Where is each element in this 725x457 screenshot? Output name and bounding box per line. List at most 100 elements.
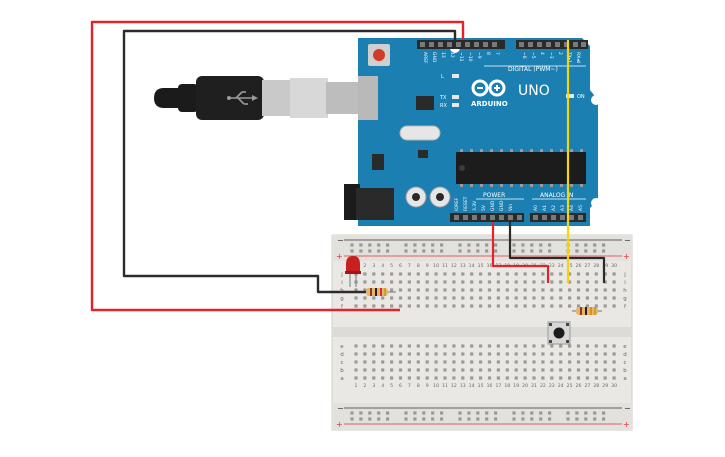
breadboard-hole[interactable] — [568, 296, 572, 300]
breadboard-hole[interactable] — [470, 296, 474, 300]
breadboard-hole[interactable] — [461, 368, 465, 372]
breadboard-hole[interactable] — [559, 288, 563, 292]
rail-hole[interactable] — [602, 411, 606, 415]
breadboard-hole[interactable] — [505, 304, 509, 308]
breadboard-hole[interactable] — [496, 352, 500, 356]
breadboard-hole[interactable] — [470, 272, 474, 276]
rail-hole[interactable] — [386, 249, 390, 253]
breadboard-hole[interactable] — [398, 344, 403, 348]
breadboard-hole[interactable] — [523, 304, 527, 308]
breadboard-hole[interactable] — [443, 272, 447, 276]
rail-hole[interactable] — [494, 411, 498, 415]
rail-hole[interactable] — [530, 411, 534, 415]
breadboard-hole[interactable] — [532, 368, 536, 372]
breadboard-hole[interactable] — [372, 272, 376, 276]
breadboard-hole[interactable] — [461, 352, 465, 356]
breadboard-hole[interactable] — [390, 376, 394, 380]
rail-hole[interactable] — [359, 249, 363, 253]
breadboard-hole[interactable] — [381, 368, 385, 372]
breadboard-hole[interactable] — [372, 352, 376, 356]
wire-red-5v-rail[interactable] — [90, 20, 465, 312]
breadboard-hole[interactable] — [532, 352, 536, 356]
breadboard-hole[interactable] — [585, 376, 589, 380]
breadboard-hole[interactable] — [585, 304, 589, 308]
breadboard-hole[interactable] — [363, 288, 367, 292]
breadboard-hole[interactable] — [612, 368, 616, 372]
breadboard-hole[interactable] — [452, 304, 456, 308]
breadboard-hole[interactable] — [425, 288, 429, 292]
rail-hole[interactable] — [539, 249, 543, 253]
breadboard-hole[interactable] — [496, 280, 500, 284]
breadboard-hole[interactable] — [470, 344, 474, 348]
breadboard-hole[interactable] — [407, 304, 411, 308]
breadboard-hole[interactable] — [461, 280, 465, 284]
breadboard-hole[interactable] — [434, 280, 438, 284]
breadboard-hole[interactable] — [603, 304, 607, 308]
breadboard-hole[interactable] — [390, 352, 394, 356]
rail-hole[interactable] — [368, 243, 372, 247]
breadboard-hole[interactable] — [523, 272, 527, 276]
breadboard-hole[interactable] — [514, 376, 518, 380]
rail-hole[interactable] — [593, 417, 597, 421]
breadboard-hole[interactable] — [594, 376, 598, 380]
breadboard-hole[interactable] — [479, 280, 483, 284]
rail-hole[interactable] — [458, 249, 462, 253]
breadboard-hole[interactable] — [398, 352, 403, 356]
breadboard-hole[interactable] — [487, 344, 492, 348]
breadboard-hole[interactable] — [479, 304, 483, 308]
breadboard-hole[interactable] — [576, 376, 581, 380]
breadboard-hole[interactable] — [416, 344, 420, 348]
breadboard-hole[interactable] — [550, 368, 554, 372]
breadboard-hole[interactable] — [425, 368, 429, 372]
breadboard-hole[interactable] — [381, 376, 385, 380]
rail-hole[interactable] — [368, 417, 372, 421]
rail-hole[interactable] — [593, 411, 597, 415]
breadboard-hole[interactable] — [568, 280, 572, 284]
breadboard-hole[interactable] — [603, 376, 607, 380]
rail-hole[interactable] — [368, 411, 372, 415]
rail-hole[interactable] — [422, 249, 426, 253]
breadboard-hole[interactable] — [470, 360, 474, 364]
rail-hole[interactable] — [359, 411, 363, 415]
rail-hole[interactable] — [575, 243, 579, 247]
breadboard-hole[interactable] — [568, 344, 572, 348]
breadboard-hole[interactable] — [452, 296, 456, 300]
breadboard-hole[interactable] — [505, 352, 509, 356]
rail-hole[interactable] — [368, 249, 372, 253]
breadboard-hole[interactable] — [452, 376, 456, 380]
rail-hole[interactable] — [584, 249, 588, 253]
breadboard-hole[interactable] — [514, 368, 518, 372]
breadboard-hole[interactable] — [443, 368, 447, 372]
breadboard-hole[interactable] — [425, 376, 429, 380]
breadboard-hole[interactable] — [594, 288, 598, 292]
breadboard-hole[interactable] — [514, 360, 518, 364]
breadboard-hole[interactable] — [603, 272, 607, 276]
rail-hole[interactable] — [602, 417, 606, 421]
breadboard-hole[interactable] — [354, 376, 358, 380]
breadboard-hole[interactable] — [496, 296, 500, 300]
rail-hole[interactable] — [548, 249, 552, 253]
breadboard-hole[interactable] — [550, 272, 554, 276]
breadboard-hole[interactable] — [612, 296, 616, 300]
breadboard-hole[interactable] — [487, 296, 492, 300]
breadboard-hole[interactable] — [612, 376, 616, 380]
breadboard-hole[interactable] — [568, 272, 572, 276]
rail-hole[interactable] — [485, 417, 489, 421]
breadboard-hole[interactable] — [505, 368, 509, 372]
breadboard-hole[interactable] — [434, 368, 438, 372]
breadboard-hole[interactable] — [594, 352, 598, 356]
breadboard-hole[interactable] — [568, 376, 572, 380]
rail-hole[interactable] — [458, 417, 462, 421]
breadboard-hole[interactable] — [452, 352, 456, 356]
rail-hole[interactable] — [377, 411, 381, 415]
rail-hole[interactable] — [530, 249, 534, 253]
breadboard-hole[interactable] — [363, 352, 367, 356]
rail-hole[interactable] — [350, 411, 354, 415]
rail-hole[interactable] — [350, 417, 354, 421]
breadboard-hole[interactable] — [461, 272, 465, 276]
breadboard-hole[interactable] — [612, 304, 616, 308]
breadboard-hole[interactable] — [594, 344, 598, 348]
breadboard-hole[interactable] — [487, 304, 492, 308]
breadboard-hole[interactable] — [541, 280, 545, 284]
breadboard-hole[interactable] — [532, 288, 536, 292]
